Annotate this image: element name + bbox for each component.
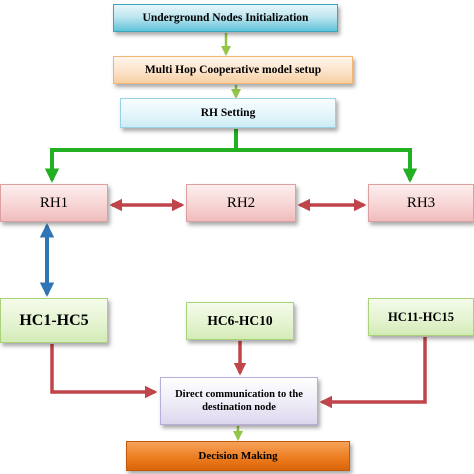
node-hc6-hc10: HC6-HC10: [186, 302, 294, 340]
node-underground-init: Underground Nodes Initialization: [113, 4, 338, 32]
node-underground-init-label: Underground Nodes Initialization: [142, 12, 309, 24]
node-direct-communication: Direct communication to the destination …: [160, 377, 318, 425]
node-rh2: RH2: [186, 184, 296, 222]
node-rh3: RH3: [368, 184, 474, 222]
arrow-hc11-to-direct: [319, 337, 427, 409]
node-rh1: RH1: [0, 184, 108, 222]
arrow-hc1-to-direct: [50, 344, 158, 399]
node-multi-hop-setup-label: Multi Hop Cooperative model setup: [144, 64, 322, 76]
node-hc1-hc5-label: HC1-HC5: [19, 311, 89, 329]
node-decision-making: Decision Making: [126, 441, 350, 471]
node-hc6-hc10-label: HC6-HC10: [207, 313, 273, 328]
node-rh-setting-label: RH Setting: [200, 107, 256, 119]
node-rh-setting: RH Setting: [120, 98, 336, 128]
node-rh2-label: RH2: [226, 194, 256, 211]
node-rh1-label: RH1: [39, 194, 69, 211]
node-decision-making-label: Decision Making: [198, 450, 278, 462]
node-hc11-hc15-label: HC11-HC15: [388, 309, 454, 324]
node-direct-communication-label: Direct communication to the destination …: [175, 388, 303, 413]
node-multi-hop-setup: Multi Hop Cooperative model setup: [113, 56, 353, 84]
node-hc11-hc15: HC11-HC15: [368, 298, 474, 336]
node-rh3-label: RH3: [406, 194, 436, 211]
node-hc1-hc5: HC1-HC5: [0, 298, 108, 343]
